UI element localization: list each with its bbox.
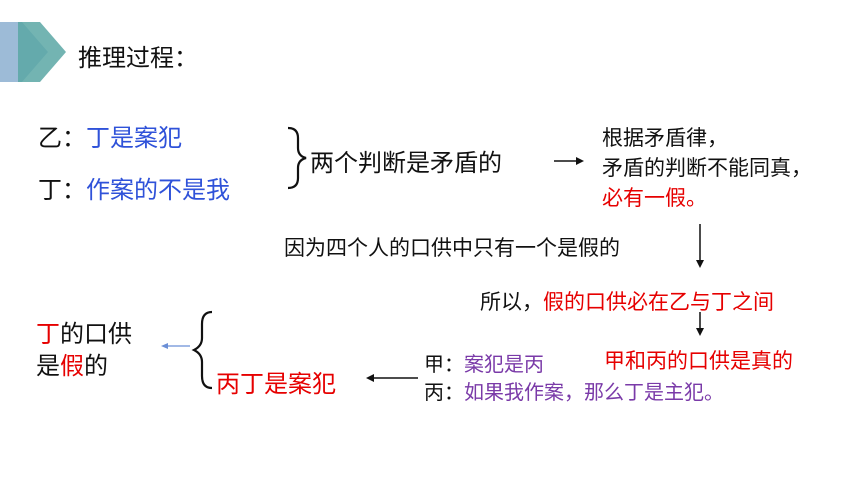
speaker-jia: 甲： bbox=[424, 352, 464, 376]
statement-yi: 乙：丁是案犯 bbox=[38, 118, 182, 153]
so-prefix: 所以， bbox=[480, 290, 543, 314]
arrow-down-1 bbox=[696, 224, 704, 268]
speaker-ding: 丁： bbox=[38, 176, 86, 204]
arrow-down-2 bbox=[696, 312, 704, 336]
arrow-to-conclusion bbox=[161, 343, 190, 349]
conclusion-is: 是 bbox=[36, 352, 60, 380]
statement-ding: 丁：作案的不是我 bbox=[38, 170, 230, 205]
so-line: 所以，假的口供必在乙与丁之间 bbox=[480, 286, 774, 316]
speaker-yi: 乙： bbox=[38, 124, 86, 152]
bing-ding-guilty-text: 丙丁是案犯 bbox=[216, 370, 336, 398]
conclusion-line-1: 丁的口供 bbox=[36, 314, 132, 349]
conclusion-false: 假 bbox=[60, 352, 84, 380]
arrow-to-law bbox=[554, 157, 584, 165]
contradiction-text: 两个判断是矛盾的 bbox=[310, 149, 502, 177]
law-line-1: 根据矛盾律， bbox=[602, 126, 728, 150]
so-text: 假的口供必在乙与丁之间 bbox=[543, 290, 774, 314]
speaker-bing: 丙： bbox=[424, 380, 464, 404]
only-one-false-text: 因为四个人的口供中只有一个是假的 bbox=[284, 236, 620, 260]
law-line-2: 矛盾的判断不能同真， bbox=[602, 156, 812, 180]
jia-statement: 甲：案犯是丙 bbox=[424, 348, 544, 377]
bing-statement: 丙：如果我作案，那么丁是主犯。 bbox=[424, 376, 724, 405]
bing-statement-text: 如果我作案，那么丁是主犯。 bbox=[464, 380, 724, 404]
conclusion-line-2: 是假的 bbox=[36, 346, 108, 381]
right-brace bbox=[287, 126, 307, 190]
jia-statement-text: 案犯是丙 bbox=[464, 352, 544, 376]
conclusion-part2: 的 bbox=[84, 352, 108, 380]
page-title: 推理过程： bbox=[78, 44, 198, 72]
jia-bing-true-text: 甲和丙的口供是真的 bbox=[604, 349, 793, 373]
left-brace bbox=[191, 310, 213, 390]
header-chevron-icon bbox=[0, 22, 66, 82]
conclusion-part1: 的口供 bbox=[60, 320, 132, 348]
arrow-to-bing-ding bbox=[366, 374, 418, 382]
statement-ding-text: 作案的不是我 bbox=[86, 176, 230, 204]
statement-yi-text: 丁是案犯 bbox=[86, 124, 182, 152]
law-line-3: 必有一假。 bbox=[602, 186, 707, 210]
conclusion-ding: 丁 bbox=[36, 320, 60, 348]
